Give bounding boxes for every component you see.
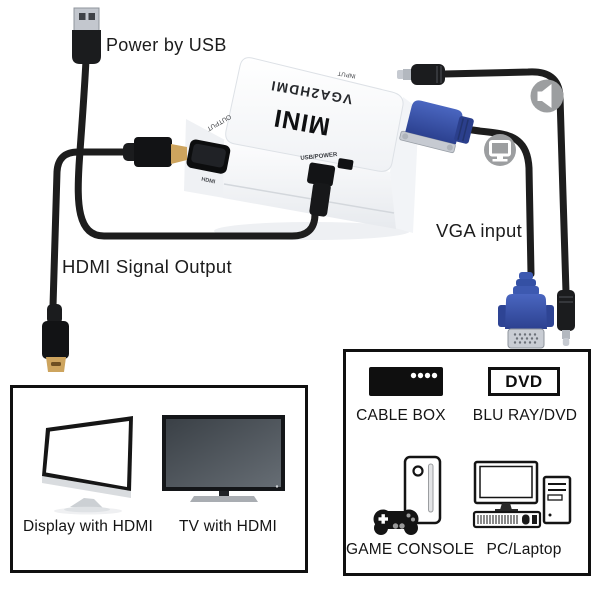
- gamepad-icon: [373, 509, 419, 535]
- audio-jack-plug: [397, 64, 445, 85]
- output-devices-panel: Display with HDMI TV with HDMI: [10, 385, 308, 573]
- annotation-power-by-usb: Power by USB: [106, 35, 227, 55]
- hdmi-connector-end: [42, 304, 69, 372]
- tv-icon: [162, 415, 285, 502]
- converter-box: VGA2HDMI MINI INPUT OUTPUT HDMI USB/POWE…: [184, 57, 419, 233]
- audio-cable: [440, 68, 570, 296]
- mini-usb-plug: [309, 182, 331, 217]
- annotation-vga-input: VGA input: [436, 220, 523, 241]
- annotation-hdmi-signal-output: HDMI Signal Output: [62, 256, 232, 277]
- label-display-with-hdmi: Display with HDMI: [22, 518, 153, 535]
- label-tv-with-hdmi: TV with HDMI: [179, 518, 277, 535]
- converter-input-label: INPUT: [337, 69, 356, 78]
- speaker-badge: [530, 79, 564, 113]
- label-game-console: GAME CONSOLE: [346, 541, 475, 558]
- dvd-icon-text: DVD: [505, 371, 543, 391]
- hdmi-output-cable: [49, 148, 137, 310]
- usb-power-cable: [74, 56, 319, 240]
- hdmi-port-label: HDMI: [201, 177, 216, 186]
- hdmi-output-port: [186, 139, 231, 174]
- vga-connector-end: [498, 272, 554, 349]
- vga-cable: [462, 125, 535, 278]
- input-devices-panel: DVD CABLE BOX BLU RAY/DVD GAME CONSOLE P…: [343, 349, 591, 576]
- speaker-icon: [537, 91, 543, 101]
- usb-a-connector: [72, 7, 101, 64]
- box-top-face: [225, 57, 404, 172]
- game-console-icon: [373, 455, 442, 535]
- box-seam: [223, 183, 395, 214]
- label-blu-ray-dvd: BLU RAY/DVD: [472, 407, 578, 424]
- hdmi-plug: [123, 137, 187, 167]
- mini-usb-port: [307, 162, 336, 187]
- box-front-face: [223, 140, 396, 229]
- audio-jack-end: [557, 290, 575, 346]
- label-cable-box: CABLE BOX: [356, 407, 446, 424]
- vga-plug: [399, 100, 474, 154]
- display-icon: [489, 140, 511, 157]
- label-pc-laptop: PC/Laptop: [486, 541, 562, 558]
- usb-power-label: USB/POWER: [300, 152, 338, 162]
- imac-icon: [42, 416, 133, 515]
- display-badge: [484, 134, 516, 166]
- mode-switch: [337, 158, 354, 170]
- pc-icon: [472, 460, 572, 529]
- cable-box-icon: [369, 367, 443, 396]
- dvd-icon: DVD: [488, 367, 560, 396]
